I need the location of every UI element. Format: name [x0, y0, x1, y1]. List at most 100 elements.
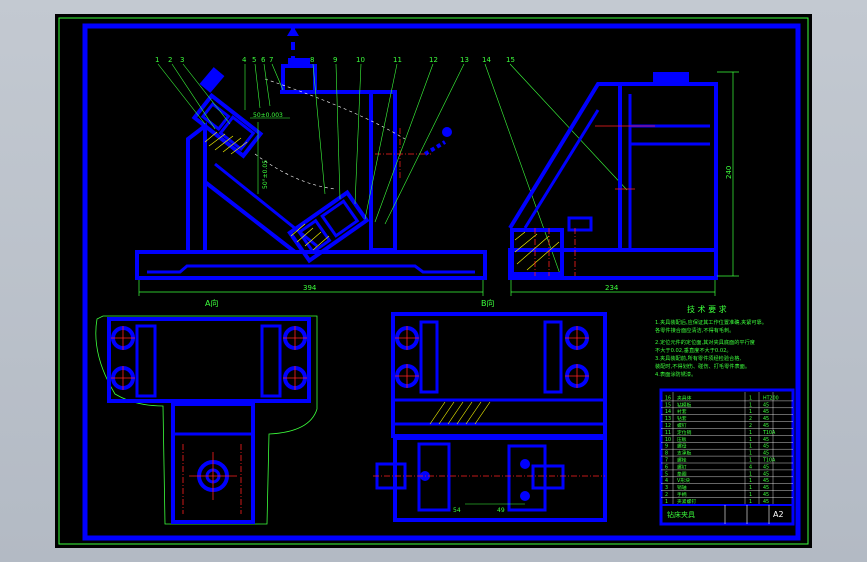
bom-cell: 垫圈 — [677, 470, 687, 477]
part-number-labels: 1 2 3 4 5 6 7 8 9 10 11 12 13 14 15 — [155, 56, 515, 64]
part-number: 10 — [356, 56, 365, 64]
drawing-frame — [82, 23, 801, 541]
bom-cell: 1 — [749, 485, 752, 491]
part-number: 2 — [168, 56, 172, 64]
paper-border — [58, 17, 809, 545]
part-number: 5 — [252, 56, 256, 64]
bom-cell: 夹具体 — [677, 394, 692, 401]
bom-cell: 2 — [749, 416, 752, 422]
bom-cell: 4 — [665, 478, 668, 484]
bom-cell: 9 — [665, 444, 668, 450]
tech-line: 装配时,不得划伤、碰伤、打毛零件表面。 — [655, 362, 750, 370]
bom-cell: 螺栓 — [677, 457, 687, 464]
bom-cell: 6 — [665, 464, 668, 470]
bom-cell: 1 — [749, 478, 752, 484]
bom-cell: 45 — [763, 451, 769, 457]
bom-cell: HT200 — [763, 395, 779, 401]
part-number: 12 — [429, 56, 438, 64]
bom-cell: T10A — [762, 430, 776, 436]
bom-cell: V形块 — [677, 477, 690, 484]
bom-cell: 45 — [763, 444, 769, 450]
part-number: 11 — [393, 56, 402, 64]
dim-front-width: 394 — [303, 284, 317, 292]
title-block-name: 钻床夹具 — [667, 510, 695, 519]
bom-cell: 13 — [665, 416, 671, 422]
bom-cell: T10A — [762, 458, 776, 464]
cad-viewport[interactable]: 3 9 4 — [55, 14, 812, 548]
bom-cell: 1 — [749, 458, 752, 464]
leader-lines — [157, 63, 628, 275]
dim-side-width: 234 — [605, 284, 619, 292]
bom-cell: 1 — [749, 471, 752, 477]
bom-cell: 45 — [763, 464, 769, 470]
dim-bottom-a: 54 — [453, 507, 461, 514]
part-number: 8 — [310, 56, 314, 64]
sheet-size: A2 — [773, 510, 784, 519]
bom-cell: 45 — [763, 402, 769, 408]
bom-cell: 手柄 — [677, 491, 687, 498]
part-number: 14 — [482, 56, 491, 64]
side-view: 234 240 — [508, 71, 739, 296]
part-number: 4 — [242, 56, 247, 64]
bom-cell: 1 — [749, 499, 752, 505]
bom-cell: 钻模板 — [677, 401, 692, 408]
bom-cell: 1 — [749, 409, 752, 415]
tech-title: 技 术 要 求 — [687, 304, 727, 314]
bom-cell: 45 — [763, 409, 769, 415]
bom-cell: 1 — [749, 402, 752, 408]
bom-cell: 1 — [749, 451, 752, 457]
tech-line: 3.夹具装配前,所有零件须经检验合格, — [655, 354, 741, 362]
dim-side-height: 240 — [725, 166, 733, 179]
tech-line: 不大于0.02,垂直度不大于0.02。 — [655, 346, 732, 354]
drawing-canvas: 3 9 4 — [58, 17, 809, 545]
bom-cell: 2 — [665, 492, 668, 498]
bom-cell: 衬套 — [677, 408, 687, 415]
view-a-label: A向 — [205, 298, 218, 308]
bom-cell: 销轴 — [677, 484, 687, 491]
dim-bottom-b: 49 — [497, 507, 505, 514]
bom-cell: 7 — [665, 458, 668, 464]
tech-line: 各零件接合面应清洁,不得有毛刺。 — [655, 326, 734, 334]
part-number: 15 — [506, 56, 515, 64]
bom-cell: 14 — [665, 409, 671, 415]
part-number: 3 — [180, 56, 184, 64]
bom-cell: 15 — [665, 402, 671, 408]
bom-cell: 4 — [749, 464, 752, 470]
bom-cell: 45 — [763, 423, 769, 429]
bom-cell: 支承板 — [677, 450, 692, 457]
bom-cell: 压板 — [677, 436, 687, 443]
part-number: 9 — [333, 56, 337, 64]
bom-cell: 定位销 — [677, 429, 692, 436]
part-number: 13 — [460, 56, 469, 64]
bom-cell: 螺钉 — [677, 422, 687, 429]
bom-cell: 16 — [665, 395, 671, 401]
bom-cell: 1 — [749, 444, 752, 450]
dim-angle-note: 50°±0.05 — [262, 160, 269, 189]
tech-line: 4.表面涂防锈漆。 — [655, 370, 696, 378]
bom-cell: 8 — [665, 451, 668, 457]
part-number: 6 — [261, 56, 266, 64]
view-a — [95, 315, 318, 525]
bom-cell: 1 — [749, 437, 752, 443]
tech-line: 1.夹具装配后,应保证其工作位置准确,夹紧可靠。 — [655, 318, 767, 326]
bom-cell: 夹紧螺钉 — [677, 498, 696, 505]
bom-cell: 3 — [665, 485, 668, 491]
bom-cell: 螺母 — [677, 443, 687, 450]
bom-cell: 1 — [749, 430, 752, 436]
bom-cell: 12 — [665, 423, 671, 429]
technical-requirements: 技 术 要 求 1.夹具装配后,应保证其工作位置准确,夹紧可靠。 各零件接合面应… — [655, 304, 767, 378]
bom-cell: 10 — [665, 437, 671, 443]
view-b-label: B向 — [481, 298, 495, 308]
bom-cell: 螺钉 — [677, 463, 687, 470]
bom-cell: 45 — [763, 471, 769, 477]
bom-cell: 2 — [749, 423, 752, 429]
part-number: 7 — [269, 56, 273, 64]
bom-cell: 钻套 — [677, 415, 687, 422]
front-view: 3 9 4 — [135, 26, 487, 296]
bom-cell: 5 — [665, 471, 668, 477]
tech-line: 2.定位元件的定位面,其对夹具底面的平行度 — [655, 338, 755, 346]
bom-cell: 45 — [763, 478, 769, 484]
dim-bore-tolerance: 50±0.003 — [253, 112, 283, 119]
